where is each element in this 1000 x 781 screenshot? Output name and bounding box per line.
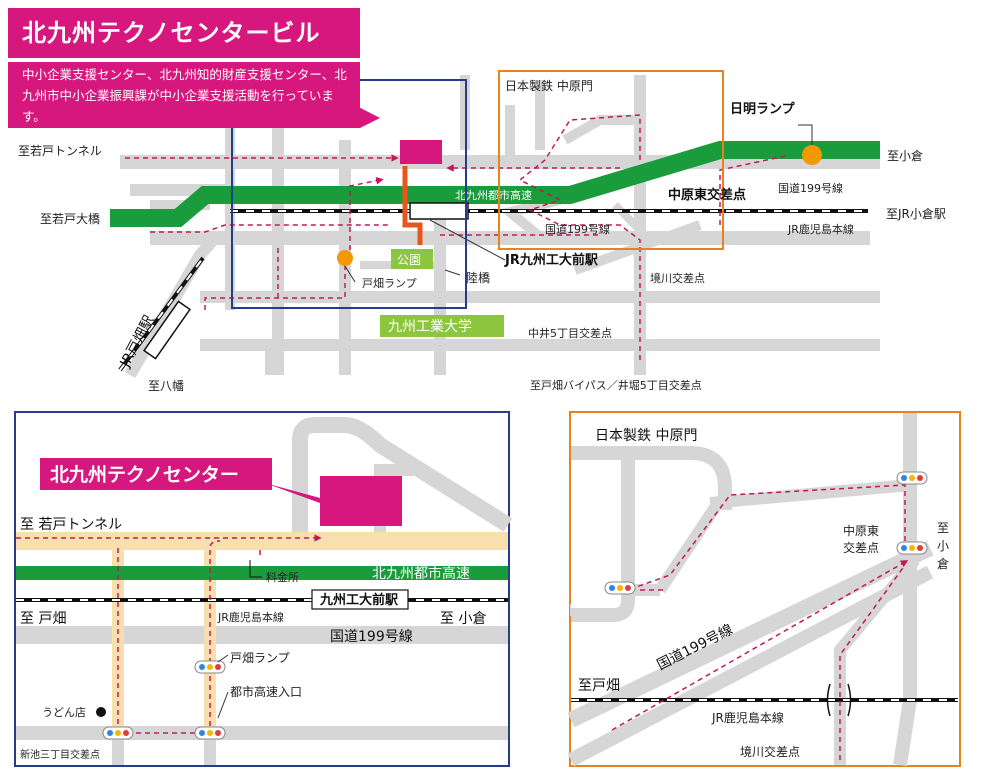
inset-left-expressway-label: 北九州都市高速 xyxy=(372,565,470,582)
inset-left-traffic-lights xyxy=(102,660,226,740)
overview-roads xyxy=(120,75,880,379)
udon-icon xyxy=(96,707,106,717)
jr-kyutech-station-label: JR九州工大前駅 xyxy=(504,252,599,268)
shinike-label: 新池三丁目交差点 xyxy=(20,748,100,761)
inset-right-kokura-1: 至 xyxy=(937,521,949,535)
inset-left-tobata-ramp: 戸畑ランプ xyxy=(230,651,290,665)
route199-mid-label: 国道199号線 xyxy=(545,222,610,236)
inset-left-expressway-entrance: 都市高速入口 xyxy=(230,684,302,699)
overview-expressway xyxy=(110,141,880,227)
jr-kagoshima-label: JR鹿児島本線 xyxy=(787,222,854,236)
nakahara-higashi-label: 中原東交差点 xyxy=(668,187,746,203)
inset-left-station-box xyxy=(311,589,409,610)
inset-right-gate: 日本製鉄 中原門 xyxy=(595,428,697,444)
walk-link xyxy=(402,166,423,245)
inset-right-to-tobata: 至戸畑 xyxy=(578,678,620,694)
inset-left-to-tobata: 至 戸畑 xyxy=(20,611,66,627)
inset-right-kokura-2: 小 xyxy=(937,539,949,553)
inset-right-routes xyxy=(611,484,909,760)
kyushu-tech-badge xyxy=(380,315,504,337)
to-yahata-label: 至八幡 xyxy=(148,378,184,393)
techno-center-building xyxy=(400,140,442,164)
building-title: 北九州テクノセンタービル xyxy=(8,8,360,58)
inset-left-title: 北九州テクノセンター xyxy=(50,464,239,486)
tobata-ramp-label: 戸畑ランプ xyxy=(362,277,417,290)
inset-right-nakahara-2: 交差点 xyxy=(843,540,879,555)
overview-map: 北九州都市高速 JR戸畑駅 公園 xyxy=(18,70,946,393)
inset-right-roads xyxy=(567,413,934,767)
park-box xyxy=(391,249,433,269)
inset-left-to-wakato: 至 若戸トンネル xyxy=(20,517,122,533)
inset-left-building xyxy=(320,476,402,526)
to-kokura-label: 至小倉 xyxy=(887,148,923,163)
overview-railway xyxy=(118,209,868,372)
inset-left-route199: 国道199号線 xyxy=(330,629,413,645)
inset-right-traffic-lights xyxy=(604,471,928,595)
overview-routes xyxy=(125,114,791,360)
overview-orange-frame xyxy=(498,70,724,250)
inset-left: 北九州都市高速 料金所 九州工大前駅 北九州テクノセンター xyxy=(14,411,513,767)
inset-right-nakahara-1: 中原東 xyxy=(843,523,879,538)
hinode-ramp-icon xyxy=(802,145,822,165)
inset-left-to-kokura: 至 小倉 xyxy=(440,611,486,627)
inset-right-kokura-3: 倉 xyxy=(937,556,949,571)
nakai5-label: 中井5丁目交差点 xyxy=(528,326,612,340)
inset-right-sakaigawa: 境川交差点 xyxy=(740,744,800,759)
inset-left-station-label: 九州工大前駅 xyxy=(319,592,399,608)
udon-label: うどん店 xyxy=(42,705,86,719)
to-wakato-tunnel-label: 至若戸トンネル xyxy=(18,144,102,158)
footbridge-label: 陸橋 xyxy=(466,271,490,285)
hinode-lamp-label: 日明ランプ xyxy=(730,102,796,117)
inset-left-jr-line: JR鹿児島本線 xyxy=(217,610,284,624)
route199-right-label: 国道199号線 xyxy=(778,181,843,195)
to-jr-kokura-label: 至JR小倉駅 xyxy=(886,206,946,221)
inset-left-title-box xyxy=(40,458,272,490)
tobata-ramp-icon xyxy=(337,250,353,266)
to-wakato-bridge-label: 至若戸大橋 xyxy=(40,212,100,226)
inset-right-jr-line: JR鹿児島本線 xyxy=(711,710,784,725)
tollgate-label: 料金所 xyxy=(266,570,299,584)
kyutech-station-marker xyxy=(409,202,469,220)
overview-leaders xyxy=(344,124,813,283)
building-description: 中小企業支援センター、北九州知的財産支援センター、北九州市中小企業振興課が中小企… xyxy=(8,62,360,128)
nippon-steel-gate-label: 日本製鉄 中原門 xyxy=(505,78,593,93)
park-label: 公園 xyxy=(397,253,421,267)
to-bypass-label: 至戸畑バイパス／井堀5丁目交差点 xyxy=(530,378,702,392)
inset-right: 日本製鉄 中原門 中原東 交差点 至 小 倉 国道199号線 至戸畑 JR鹿児島… xyxy=(567,411,961,767)
tobata-station-marker xyxy=(143,300,191,360)
kyushu-tech-label: 九州工業大学 xyxy=(388,319,472,335)
inset-left-expressway xyxy=(16,566,508,580)
expressway-label: 北九州都市高速 xyxy=(455,188,532,202)
sakaigawa-label: 境川交差点 xyxy=(650,271,705,285)
